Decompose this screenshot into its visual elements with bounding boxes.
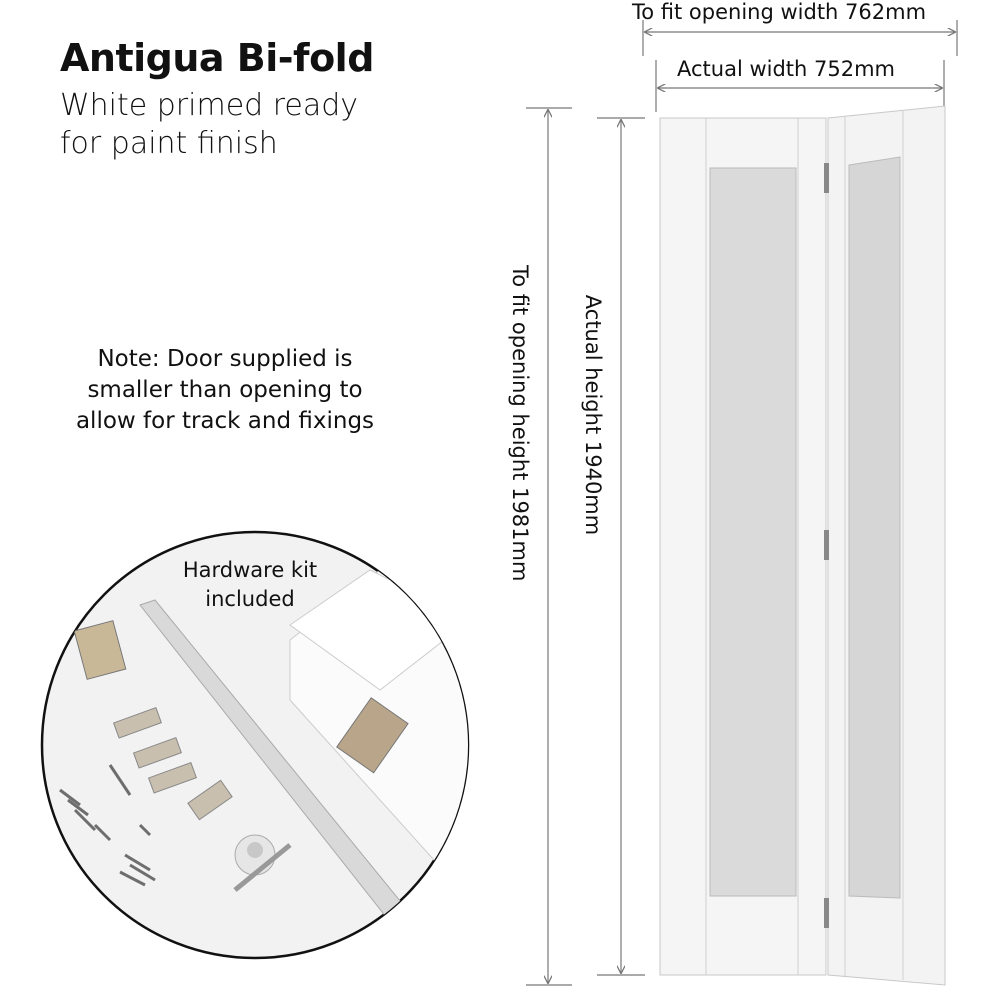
hinge-icons xyxy=(824,163,829,928)
note-text: Note: Door supplied is smaller than open… xyxy=(40,344,410,437)
actual-width-dimension-line xyxy=(655,60,945,112)
door-left-leaf xyxy=(659,117,827,976)
pivot-bracket xyxy=(336,697,409,774)
note-line-2: smaller than opening to xyxy=(87,377,363,403)
opening-width-dimension-line xyxy=(642,20,958,56)
actual-height-label-wrap: Actual height 1940mm xyxy=(443,295,743,535)
door-right-leaf xyxy=(827,105,946,986)
left-glass-panel xyxy=(709,167,797,897)
actual-height-label: Actual height 1940mm xyxy=(581,294,605,536)
subtitle-line-1: White primed ready xyxy=(60,88,359,123)
actual-height-dimension-line xyxy=(597,117,645,976)
page-title: Antigua Bi-fold xyxy=(60,36,374,80)
hardware-kit-label: Hardware kit included xyxy=(150,556,350,614)
note-line-3: allow for track and fixings xyxy=(75,408,375,434)
subtitle-line-2: for paint finish xyxy=(60,126,278,161)
note-line-1: Note: Door supplied is xyxy=(97,346,353,372)
hardware-kit-line-1: Hardware kit xyxy=(182,558,318,582)
hardware-kit-line-2: included xyxy=(205,587,295,611)
bifold-door xyxy=(659,105,946,986)
opening-width-label: To fit opening width 762mm xyxy=(632,0,927,24)
right-glass-panel xyxy=(848,156,901,899)
hardware-kit-image xyxy=(40,530,470,960)
opening-height-dimension-line xyxy=(526,107,572,986)
actual-width-label: Actual width 752mm xyxy=(677,57,896,81)
